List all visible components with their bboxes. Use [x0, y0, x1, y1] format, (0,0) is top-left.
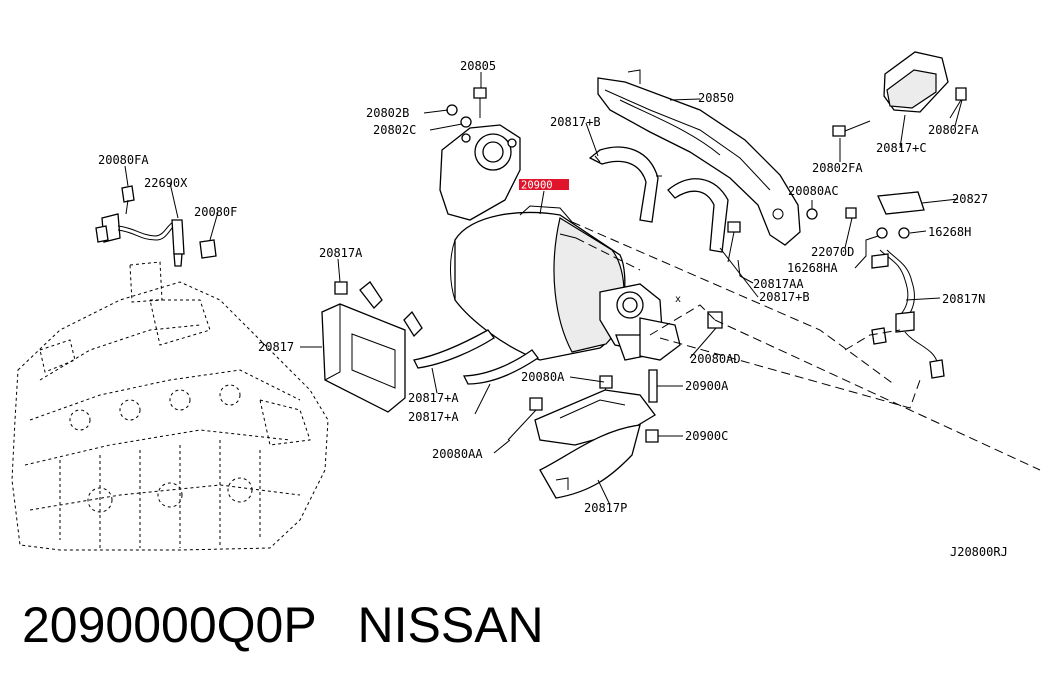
label-20080f: 20080F [194, 205, 237, 219]
leader-lines [124, 72, 963, 506]
label-20817a: 20817A [319, 246, 363, 260]
label-20817p: 20817P [584, 501, 627, 515]
label-16268h: 16268H [928, 225, 971, 239]
catalytic-converter [439, 124, 681, 361]
upper-brackets [588, 146, 729, 253]
label-20817aa: 20817AA [753, 277, 804, 291]
label-20802fa-right: 20802FA [928, 123, 979, 137]
label-20080ac: 20080AC [788, 184, 839, 198]
heat-shield [597, 69, 801, 246]
label-20817: 20817 [258, 340, 294, 354]
label-20080a: 20080A [521, 370, 565, 384]
label-20817b-top: 20817+B [550, 115, 601, 129]
diagram-reference-code: J20800RJ [950, 545, 1008, 559]
engine-block-illustration [11, 261, 329, 551]
brand-name: NISSAN [357, 597, 544, 653]
label-20817n: 20817N [942, 292, 985, 306]
label-20900a: 20900A [685, 379, 729, 393]
label-20817a-2: 20817+A [408, 410, 459, 424]
label-20827: 20827 [952, 192, 988, 206]
highlighted-part-box [519, 179, 569, 190]
label-22070d: 22070D [811, 245, 854, 259]
highlighted-part-label: 20900 [521, 180, 553, 192]
lower-support-bracket [534, 389, 656, 499]
exhaust-gas-sensor-harness [95, 185, 217, 267]
part-number: 2090000Q0P [22, 597, 316, 653]
lower-left-bracket [321, 281, 539, 413]
label-20817c: 20817+C [876, 141, 927, 155]
label-16268ha: 16268HA [787, 261, 838, 275]
label-20817b-mid: 20817+B [759, 290, 810, 304]
label-20850: 20850 [698, 91, 734, 105]
label-20802fa-left: 20802FA [812, 161, 863, 175]
exhaust-parts-diagram: 20900 20805 20802B 20802C 20850 20817+B … [11, 51, 1041, 559]
label-20080fa: 20080FA [98, 153, 149, 167]
label-20080ad: 20080AD [690, 352, 741, 366]
assembly-guide-lines [571, 221, 1041, 471]
part-caption: 2090000Q0P NISSAN [22, 596, 544, 654]
label-20900c: 20900C [685, 429, 728, 443]
differential-pressure-sensor [871, 51, 949, 379]
part-labels: 20805 20802B 20802C 20850 20817+B 20080F… [98, 59, 1008, 559]
label-20080aa: 20080AA [432, 447, 483, 461]
label-22690x: 22690X [144, 176, 188, 190]
label-20805: 20805 [460, 59, 496, 73]
label-20817a-1: 20817+A [408, 391, 459, 405]
label-20802b: 20802B [366, 106, 409, 120]
marker-x: x [675, 294, 681, 305]
label-20802c: 20802C [373, 123, 416, 137]
